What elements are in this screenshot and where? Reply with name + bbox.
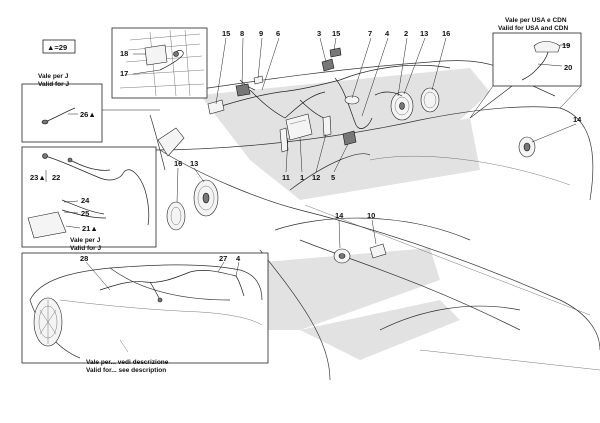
callout-3: 3	[317, 29, 321, 38]
callout-15: 15	[332, 29, 340, 38]
connector-15b	[329, 47, 342, 58]
inset-note-it: Vale per... vedi descrizione	[86, 359, 169, 366]
car-body-outline	[149, 60, 600, 381]
connector-3	[321, 58, 335, 72]
callout-8: 8	[240, 29, 244, 38]
leader-lines	[176, 37, 577, 249]
connector-12	[322, 115, 332, 137]
callout-24: 24	[81, 196, 90, 205]
inset-j-antenna: Vale per J Valid for J 26▲	[21, 73, 160, 143]
rear-speaker-16	[420, 87, 440, 113]
rear-speaker-13	[390, 91, 414, 121]
inset-title-it: Vale per USA e CDN	[505, 17, 567, 24]
callout-28: 28	[80, 254, 88, 263]
callout-12: 12	[312, 173, 320, 182]
main-callout-labels: 15 8 9 6 3 15 7 4 2 13 16 14 16 13 11 1 …	[174, 29, 582, 220]
callout-21: 21▲	[82, 224, 98, 233]
inset-car-overview: 28 27 4 Vale per... vedi descrizione Val…	[21, 252, 269, 374]
callout-9: 9	[259, 29, 263, 38]
inset-harness: 23▲ 22 24 25 21▲ Vale per J Valid for J	[21, 146, 157, 252]
callout-4: 4	[236, 254, 241, 263]
bracket-11	[279, 127, 289, 153]
inset-note-en: Valid for J	[70, 245, 101, 252]
connector-5	[342, 130, 357, 146]
door-speaker-13	[193, 179, 219, 217]
legend-badge: ▲=29	[42, 39, 76, 54]
inset-title-en: Valid for USA and CDN	[498, 25, 568, 32]
callout-2: 2	[404, 29, 408, 38]
callout-17: 17	[120, 69, 128, 78]
callout-16: 16	[442, 29, 450, 38]
callout-13: 13	[420, 29, 428, 38]
callout-19: 19	[562, 41, 570, 50]
inset-title-en: Valid for J	[38, 81, 69, 88]
callout-7: 7	[368, 29, 372, 38]
callout-16: 16	[174, 159, 182, 168]
callout-1: 1	[300, 173, 304, 182]
callout-23: 23▲	[30, 173, 46, 182]
callout-22: 22	[52, 173, 60, 182]
module-9	[235, 83, 251, 97]
callout-14: 14	[335, 211, 344, 220]
connector-6	[253, 75, 264, 85]
tweeter-14b	[333, 248, 351, 264]
callout-14: 14	[573, 115, 582, 124]
callout-10: 10	[367, 211, 375, 220]
inset-note-it: Vale per J	[70, 237, 101, 244]
inset-usa-antenna: Vale per USA e CDN Valid for USA and CDN…	[469, 17, 582, 119]
inset-note-en: Valid for... see description	[86, 367, 166, 374]
inset-title-it: Vale per J	[38, 73, 69, 80]
callout-20: 20	[564, 63, 572, 72]
cover-7	[344, 95, 360, 105]
callout-15: 15	[222, 29, 230, 38]
callout-26: 26▲	[80, 110, 96, 119]
module-10	[369, 243, 387, 259]
callout-13: 13	[190, 159, 198, 168]
inset-engine-bay: 18 17	[111, 27, 208, 99]
svg-text:▲=29: ▲=29	[47, 43, 67, 52]
module-15a	[207, 99, 225, 115]
callout-25: 25	[81, 209, 89, 218]
callout-11: 11	[282, 173, 290, 182]
callout-4: 4	[385, 29, 390, 38]
callout-27: 27	[219, 254, 227, 263]
radio-unit-1	[285, 113, 313, 141]
callout-18: 18	[120, 49, 128, 58]
speaker-ring-16	[166, 201, 186, 231]
callout-6: 6	[276, 29, 280, 38]
callout-5: 5	[331, 173, 335, 182]
tweeter-14a	[518, 136, 536, 158]
side-mirror	[157, 127, 185, 157]
